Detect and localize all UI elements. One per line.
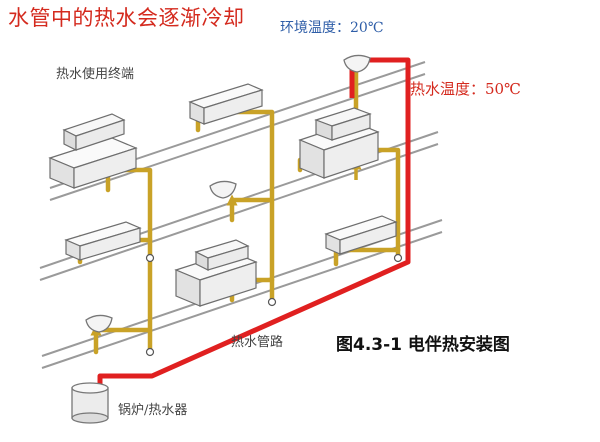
wash-basin-icon bbox=[85, 54, 371, 333]
valve-icon bbox=[145, 253, 403, 357]
ambient-temperature-label: 环境温度：20℃ bbox=[280, 20, 384, 36]
hot-water-temperature-label: 热水温度：50℃ bbox=[410, 80, 521, 98]
boiler-label: 锅炉/热水器 bbox=[118, 403, 188, 418]
page-title: 水管中的热水会逐渐冷却 bbox=[8, 6, 245, 30]
boiler-icon bbox=[71, 382, 109, 424]
figure-caption: 图4.3-1 电伴热安装图 bbox=[336, 335, 510, 355]
pipe-label: 热水管路 bbox=[231, 335, 284, 350]
sink-cabinet-icon bbox=[48, 83, 398, 307]
terminal-label: 热水使用终端 bbox=[56, 67, 135, 82]
